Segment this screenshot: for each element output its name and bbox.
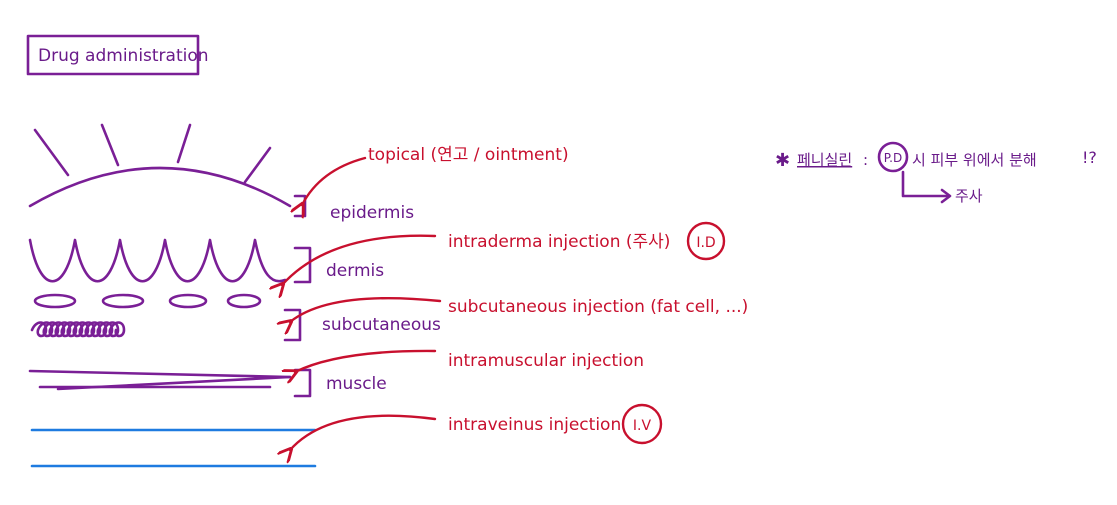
label-epidermis: epidermis [330, 203, 414, 223]
label-dermis: dermis [326, 261, 384, 281]
label-topical: topical (연고 / ointment) [368, 145, 569, 165]
dermis-layer [28, 238, 312, 284]
label-subcutaneous-injection: subcutaneous injection (fat cell, ...) [448, 297, 748, 317]
badge-iv-text: I.V [633, 418, 652, 434]
page-title: Drug administration [38, 46, 209, 66]
title-box: Drug administration [26, 34, 209, 76]
label-muscle: muscle [326, 374, 387, 394]
epidermis-layer [28, 123, 307, 218]
muscle-layer [28, 368, 312, 398]
label-intravenous: intraveinus injection [448, 415, 621, 435]
badge-id: I.D [686, 221, 726, 261]
arrow-intramuscular [295, 349, 437, 372]
note-arrow-label: 주사 [955, 187, 983, 205]
note-arrow [901, 170, 950, 198]
note-colon: : [863, 151, 868, 169]
badge-iv: I.V [621, 403, 663, 445]
note-term: 페니실린 [797, 151, 852, 169]
vein-layer [30, 428, 317, 468]
note-text: 시 피부 위에서 분해 [912, 151, 1037, 169]
label-subcutaneous: subcutaneous [322, 315, 441, 335]
arrow-topical [302, 156, 367, 205]
note-badge: P.D [884, 151, 902, 165]
arrow-intravenous [290, 414, 437, 450]
label-intramuscular: intramuscular injection [448, 351, 644, 371]
note-mark: !? [1082, 148, 1097, 167]
arrow-subcutaneous [290, 297, 442, 322]
label-intradermal: intraderma injection (주사) [448, 232, 670, 252]
subcutaneous-layer [30, 293, 302, 342]
penicillin-note: ✱ 페니실린 : P.D 시 피부 위에서 분해 !? 주사 [775, 141, 1097, 205]
badge-id-text: I.D [696, 235, 715, 251]
arrow-intradermal [282, 234, 437, 285]
note-star: ✱ [775, 150, 790, 171]
